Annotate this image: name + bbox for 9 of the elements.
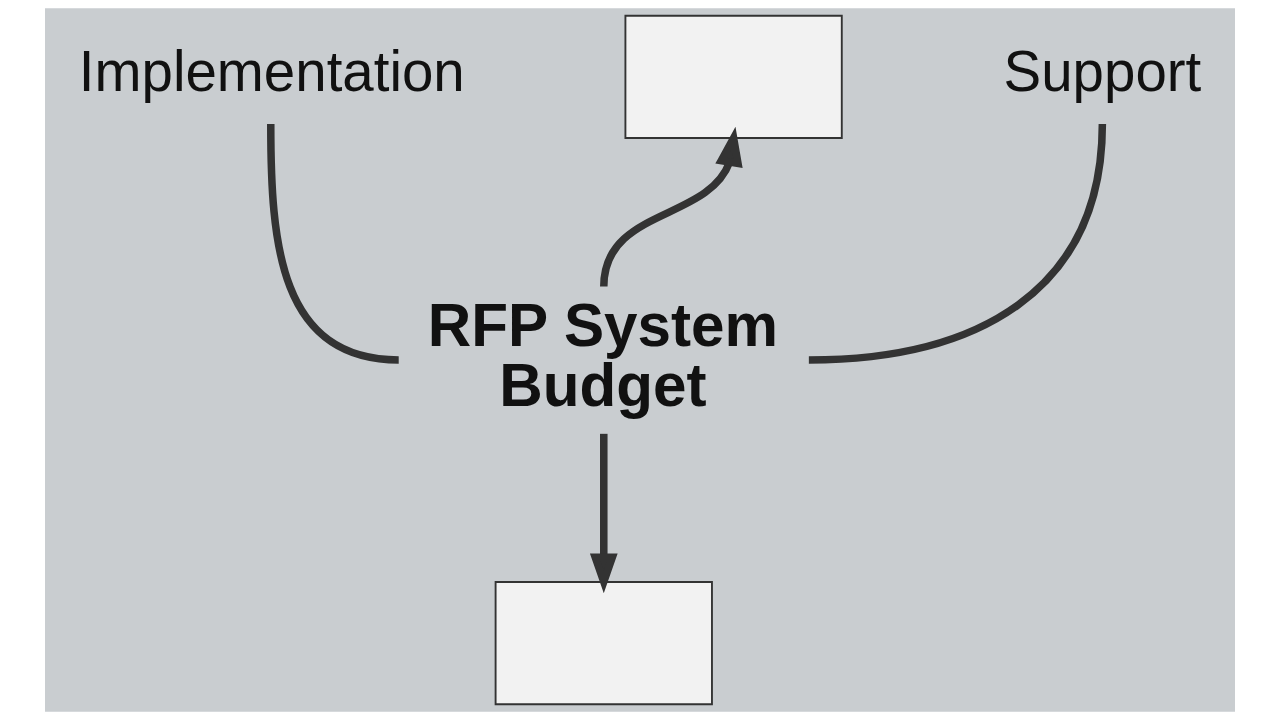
arrow [589,433,618,594]
connector [267,123,400,364]
node-text: Support [1003,39,1202,103]
node-text: Implementation [78,39,465,103]
node-box [494,581,713,706]
connector [808,123,1107,364]
node-text: RFP System Budget [427,292,779,420]
node-box [624,14,843,139]
arrow [600,126,743,288]
